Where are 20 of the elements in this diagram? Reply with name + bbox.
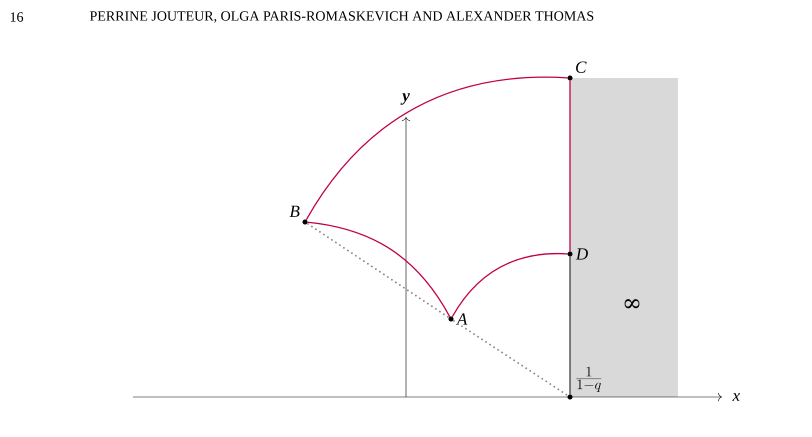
infinity-symbol: ∞ [624, 299, 640, 308]
segment [569, 80, 571, 252]
arc [452, 252, 568, 317]
node-label: D [576, 248, 588, 260]
segment [569, 256, 571, 394]
point: C [568, 61, 587, 80]
point: D [568, 248, 588, 260]
page-number: 16 [10, 12, 24, 22]
point: $\frac{1}{1-q}$ [568, 366, 602, 400]
node-label: B [290, 206, 300, 217]
axis-label: y [400, 93, 410, 105]
running-header: PERRINE JOUTEUR, OLGA PARIS-ROMASKEVICH AND ALEXANDER THOMAS [90, 11, 594, 23]
node-label: $\frac{1}{1-q}$ [576, 366, 602, 392]
axis-label: x [732, 393, 740, 401]
dotted-line [452, 320, 568, 396]
node-label: C [576, 61, 587, 73]
point: A [448, 313, 468, 325]
arc [306, 76, 568, 220]
point: B [290, 206, 308, 224]
node-label: A [456, 313, 468, 325]
